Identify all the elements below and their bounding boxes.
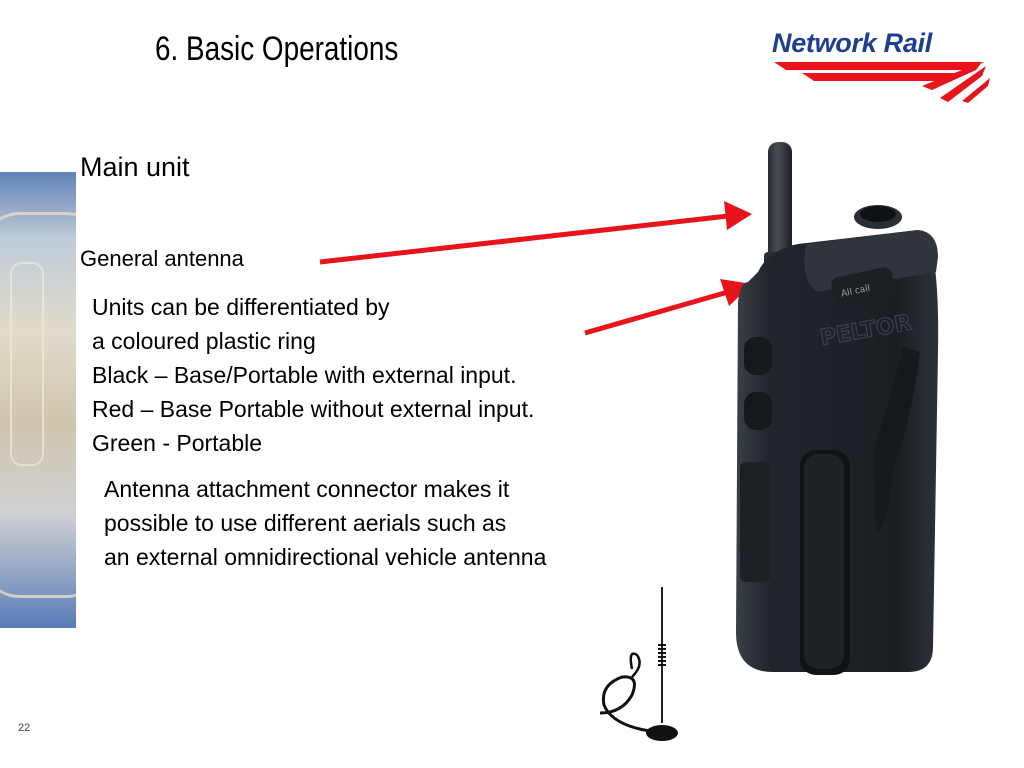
logo-chevron-graphic bbox=[774, 62, 990, 103]
text-line: a coloured plastic ring bbox=[92, 328, 316, 354]
slide-title: 6. Basic Operations bbox=[155, 30, 399, 68]
ring-description: Units can be differentiated by a coloure… bbox=[92, 290, 534, 460]
vehicle-antenna-image bbox=[599, 587, 678, 741]
text-line: possible to use different aerials such a… bbox=[104, 510, 507, 536]
decorative-photo-strip bbox=[0, 172, 76, 628]
text-line: Antenna attachment connector makes it bbox=[104, 476, 510, 502]
antenna-label: General antenna bbox=[80, 246, 244, 271]
text-line: Black – Base/Portable with external inpu… bbox=[92, 362, 517, 388]
radio-handset-image: All call PELTOR bbox=[736, 142, 939, 675]
network-rail-logo: Network Rail bbox=[772, 28, 994, 108]
section-heading: Main unit bbox=[80, 152, 190, 182]
page-number: 22 bbox=[18, 722, 31, 734]
text-line: Red – Base Portable without external inp… bbox=[92, 396, 535, 422]
text-line: Units can be differentiated by bbox=[92, 294, 390, 320]
arrow-to-antenna bbox=[319, 201, 752, 265]
connector-description: Antenna attachment connector makes it po… bbox=[104, 472, 546, 574]
arrow-to-ring bbox=[584, 279, 752, 336]
text-line: an external omnidirectional vehicle ante… bbox=[104, 544, 547, 570]
text-line: Green - Portable bbox=[92, 430, 263, 456]
logo-wordmark: Network Rail bbox=[772, 28, 932, 58]
